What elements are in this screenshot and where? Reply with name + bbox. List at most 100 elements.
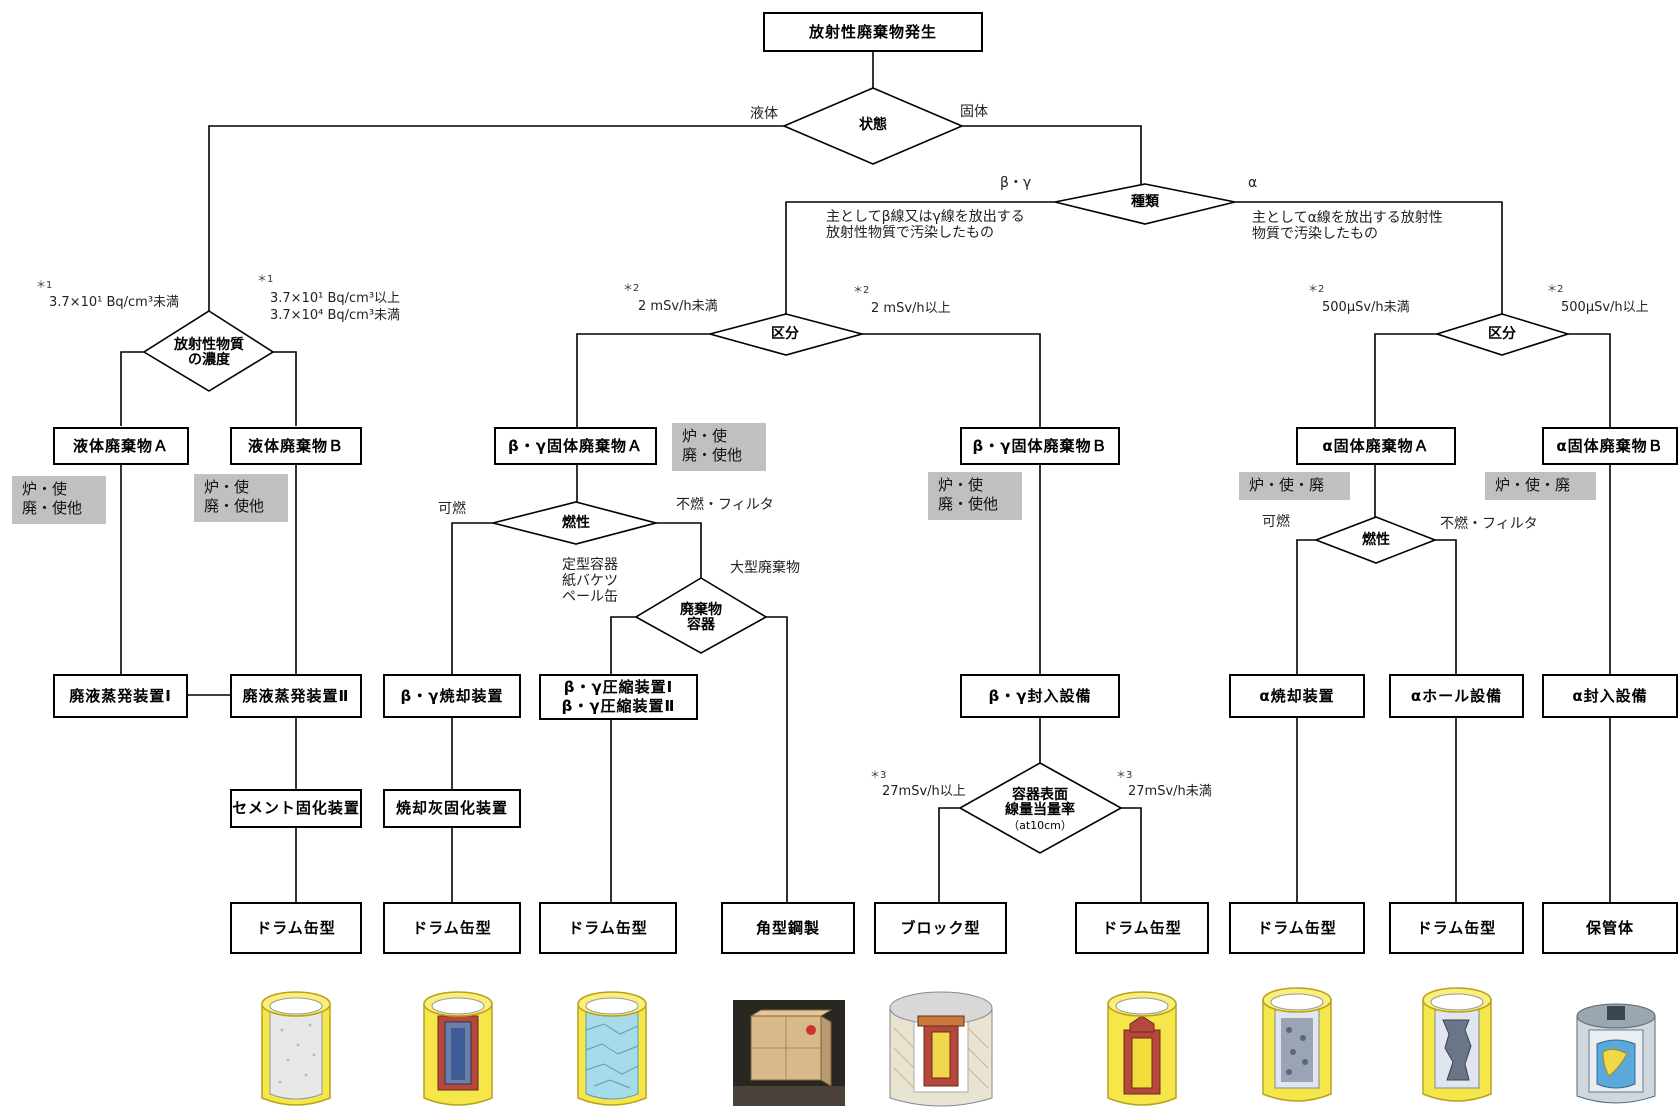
steel-container-photo <box>733 1000 845 1106</box>
package-drum-2: ドラム缶型 <box>383 902 521 954</box>
footnote-mark: ＊1 <box>257 274 274 285</box>
alpha-hole-text: αホール設備 <box>1410 686 1503 705</box>
type-decision-label: 種類 <box>1131 194 1159 210</box>
large-waste-label: 大型廃棄物 <box>730 560 800 576</box>
alpha-flammability-decision <box>1313 516 1438 564</box>
package-steel-box: 角型鋼製 <box>721 902 855 954</box>
cement-solidification-text: セメント固化装置 <box>232 799 360 817</box>
footnote-mark: ＊2 <box>1308 284 1325 295</box>
alpha-solid-waste-a-text: α固体廃棄物Ａ <box>1322 436 1430 455</box>
bg-compactor-box: β・γ圧縮装置Ⅰ β・γ圧縮装置Ⅱ <box>539 674 698 720</box>
dose-low-label: 27mSv/h未満 <box>1128 784 1212 799</box>
state-decision-label: 状態 <box>859 117 887 133</box>
alpha-solid-waste-b-text: α固体廃棄物Ｂ <box>1556 436 1664 455</box>
bg-sealing-text: β・γ封入設備 <box>988 686 1092 705</box>
alpha-high-dose-label: 500μSv/h以上 <box>1561 300 1649 315</box>
evaporator-1-box: 廃液蒸発装置Ⅰ <box>53 674 188 718</box>
bg-low-dose-label: 2 mSv/h未満 <box>638 299 718 314</box>
alpha-incinerator-text: α焼却装置 <box>1259 686 1335 705</box>
alpha-solid-waste-a-box: α固体廃棄物Ａ <box>1296 427 1456 465</box>
package-drum-3: ドラム缶型 <box>539 902 677 954</box>
bg-class-decision <box>706 313 866 356</box>
footnote-mark: ＊2 <box>623 283 640 294</box>
storage-body-illustration <box>1576 1003 1656 1104</box>
surface-dose-decision-label: 容器表面 線量当量率 <box>1005 787 1075 818</box>
solid-label: 固体 <box>960 104 988 120</box>
package-drum-6: ドラム缶型 <box>1389 902 1524 954</box>
block-container-illustration <box>889 991 993 1107</box>
alpha-class-decision <box>1434 313 1571 356</box>
concentration-decision <box>142 310 275 392</box>
package-drum-4: ドラム缶型 <box>1075 902 1209 954</box>
bg-solid-waste-b-box: β・γ固体廃棄物Ｂ <box>960 427 1120 465</box>
liquid-waste-b-text: 液体廃棄物Ｂ <box>247 436 344 455</box>
container-decision <box>634 577 768 654</box>
footnote-mark: ＊3 <box>870 770 887 781</box>
liquid-label: 液体 <box>750 106 778 122</box>
incinerated-ash-drum-illustration <box>423 991 493 1106</box>
alpha-class-decision-label: 区分 <box>1488 326 1516 342</box>
dose-high-label: 27mSv/h以上 <box>882 784 966 799</box>
liquid-a-source-tag: 炉・使 廃・使他 <box>12 476 106 524</box>
package-block-text: ブロック型 <box>900 918 981 937</box>
alpha-incinerator-box: α焼却装置 <box>1229 674 1365 718</box>
liquid-waste-a-box: 液体廃棄物Ａ <box>53 427 189 465</box>
concentration-high-label-2: 3.7×10⁴ Bq/cm³未満 <box>270 308 401 323</box>
alpha-hole-box: αホール設備 <box>1389 674 1524 718</box>
footnote-mark: ＊1 <box>36 280 53 291</box>
standard-container-label: 定型容器 紙バケツ ペール缶 <box>562 557 618 605</box>
evaporator-1-text: 廃液蒸発装置Ⅰ <box>69 686 172 705</box>
sealed-drum-illustration <box>1107 991 1177 1106</box>
alpha-hole-drum-illustration <box>1422 987 1492 1102</box>
bg-a-source-tag: 炉・使 廃・使他 <box>672 423 766 471</box>
compacted-drum-illustration <box>577 991 647 1106</box>
evaporator-2-box: 廃液蒸発装置Ⅱ <box>230 674 362 718</box>
beta-gamma-label: β・γ <box>1000 175 1032 191</box>
bg-flammability-decision-label: 燃性 <box>562 515 590 531</box>
title-box: 放射性廃棄物発生 <box>763 12 983 52</box>
package-block: ブロック型 <box>874 902 1007 954</box>
package-drum-2-text: ドラム缶型 <box>412 918 492 937</box>
surface-dose-decision-note: （at10cm） <box>1008 819 1072 832</box>
bg-incinerator-text: β・γ焼却装置 <box>400 686 504 705</box>
beta-gamma-description: 主としてβ線又はγ線を放出する 放射性物質で汚染したもの <box>826 209 1025 241</box>
package-drum-1: ドラム缶型 <box>230 902 362 954</box>
alpha-flammability-decision-label: 燃性 <box>1362 532 1390 548</box>
alpha-nonflammable-label: 不燃・フィルタ <box>1440 516 1538 532</box>
footnote-mark: ＊2 <box>1547 284 1564 295</box>
package-drum-5: ドラム缶型 <box>1229 902 1365 954</box>
bg-nonflammable-label: 不燃・フィルタ <box>676 497 774 513</box>
package-storage-body-text: 保管体 <box>1585 918 1634 937</box>
bg-solid-waste-b-text: β・γ固体廃棄物Ｂ <box>972 436 1108 455</box>
alpha-flammable-label: 可燃 <box>1262 514 1290 530</box>
cement-solidification-box: セメント固化装置 <box>230 789 362 828</box>
alpha-a-source-tag: 炉・使・廃 <box>1239 472 1350 500</box>
alpha-sealing-text: α封入設備 <box>1572 686 1648 705</box>
alpha-incinerated-drum-illustration <box>1262 987 1332 1102</box>
bg-incinerator-box: β・γ焼却装置 <box>383 674 521 718</box>
package-drum-3-text: ドラム缶型 <box>568 918 648 937</box>
concentration-high-label-1: 3.7×10¹ Bq/cm³以上 <box>270 291 401 306</box>
container-decision-label: 廃棄物 容器 <box>680 602 722 633</box>
package-drum-6-text: ドラム缶型 <box>1416 918 1497 937</box>
bg-high-dose-label: 2 mSv/h以上 <box>871 301 951 316</box>
bg-solid-waste-a-text: β・γ固体廃棄物Ａ <box>508 436 643 455</box>
liquid-waste-a-text: 液体廃棄物Ａ <box>72 436 169 455</box>
bg-b-source-tag: 炉・使 廃・使他 <box>928 472 1022 520</box>
package-drum-1-text: ドラム缶型 <box>256 918 336 937</box>
ash-solidification-text: 焼却灰固化装置 <box>395 799 508 817</box>
footnote-mark: ＊3 <box>1116 770 1133 781</box>
alpha-low-dose-label: 500μSv/h未満 <box>1322 300 1410 315</box>
footnote-mark: ＊2 <box>853 285 870 296</box>
evaporator-2-text: 廃液蒸発装置Ⅱ <box>242 686 350 705</box>
alpha-description: 主としてα線を放出する放射性 物質で汚染したもの <box>1252 210 1443 242</box>
ash-solidification-box: 焼却灰固化装置 <box>383 789 521 828</box>
alpha-b-source-tag: 炉・使・廃 <box>1485 472 1596 500</box>
package-drum-4-text: ドラム缶型 <box>1102 918 1182 937</box>
bg-flammability-decision <box>492 501 660 545</box>
liquid-b-source-tag: 炉・使 廃・使他 <box>194 474 288 522</box>
concentration-decision-label: 放射性物質 の濃度 <box>174 337 244 368</box>
cement-drum-illustration <box>261 991 331 1106</box>
